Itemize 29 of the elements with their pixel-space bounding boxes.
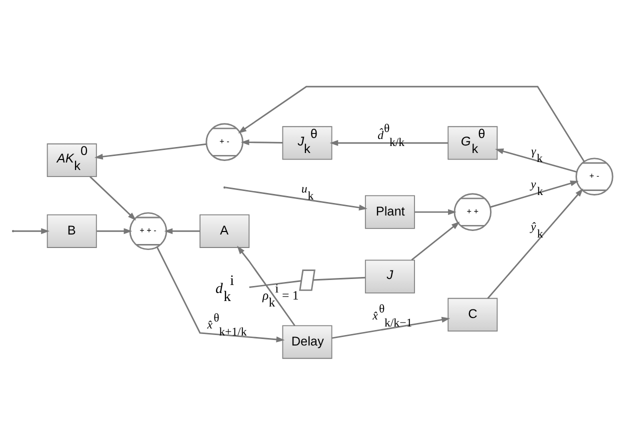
- arrow: [90, 176, 136, 221]
- node-box: Plant: [364, 195, 415, 229]
- arrow: [240, 139, 283, 146]
- node-box: Delay: [282, 325, 332, 359]
- node-switch: [299, 269, 316, 291]
- node-box: J: [364, 260, 415, 294]
- arrow: [490, 180, 579, 208]
- arrow: [96, 228, 132, 234]
- arrow: [487, 188, 584, 299]
- arrow: [237, 246, 296, 326]
- arrow: [94, 143, 206, 160]
- node-box: A: [200, 214, 250, 248]
- node-circle: + -: [576, 158, 614, 196]
- node-circle: + -: [206, 123, 244, 161]
- connector: [313, 276, 366, 281]
- arrow: [156, 246, 285, 342]
- arrow: [14, 228, 50, 234]
- arrow: [411, 222, 460, 261]
- node-circle: + +: [454, 193, 492, 231]
- arrow: [414, 209, 456, 215]
- arrow: [332, 316, 450, 339]
- arrow: [495, 148, 578, 173]
- arrow: [225, 186, 368, 210]
- arrow: [238, 86, 585, 162]
- connector: [249, 280, 302, 288]
- arrow: [164, 228, 200, 234]
- node-box: C: [448, 298, 498, 332]
- node-box: B: [46, 214, 97, 248]
- arrow: [330, 140, 448, 146]
